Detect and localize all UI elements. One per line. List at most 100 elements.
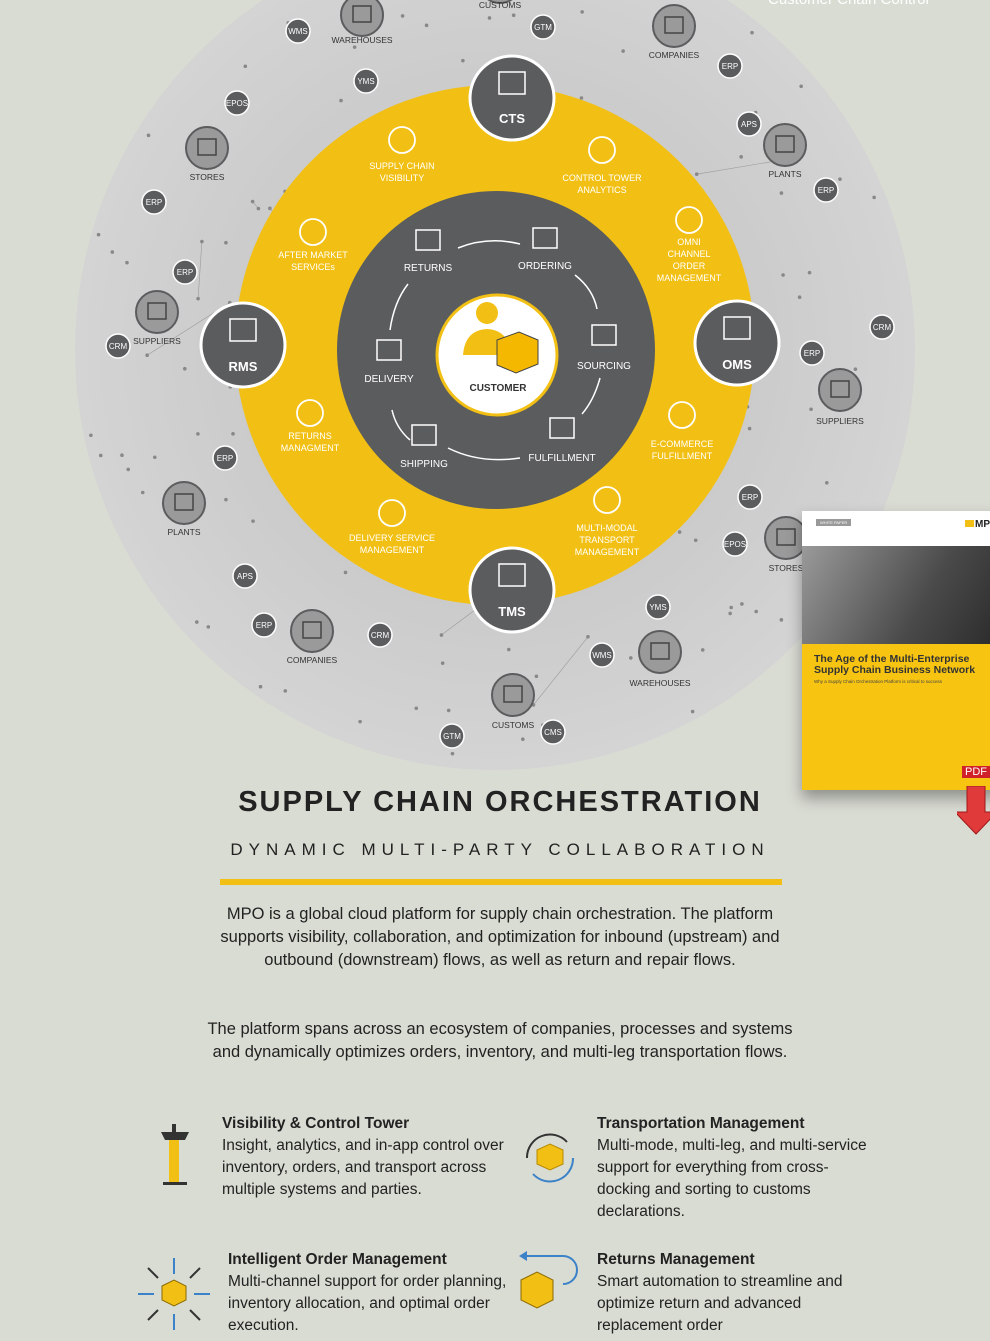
network-dot [120,453,124,458]
node-customs[interactable]: CUSTOMS [491,673,535,730]
network-dot [283,689,288,693]
pdf-badge[interactable]: PDF [962,766,990,778]
network-dot [200,239,204,244]
node-companies[interactable]: COMPANIES [649,4,700,60]
system-tag[interactable]: CRM [367,622,393,648]
capability-label: MANAGEMENT [360,545,425,555]
system-tag[interactable]: WMS [589,642,615,668]
hub-cts[interactable]: CTS [468,54,556,142]
node-suppliers[interactable]: SUPPLIERS [133,290,181,346]
node-customs[interactable]: CUSTOMS [479,0,522,10]
brand-logo: MP [965,519,990,530]
shipping-icon [411,424,437,446]
network-dot [621,49,625,53]
network-dot [439,633,444,637]
tag-label: EPOS [724,540,746,549]
system-tag[interactable]: APS [232,563,258,589]
network-dot [206,625,211,629]
node-warehouses[interactable]: WAREHOUSES [331,0,393,45]
network-dot [740,602,744,606]
system-tag[interactable]: GTM [439,723,465,749]
node-plants[interactable]: PLANTS [162,481,206,537]
system-tag[interactable]: YMS [645,594,671,620]
plants-icon [174,493,194,511]
companies-icon [302,621,322,639]
network-dot [797,295,802,300]
cycle-label: ORDERING [518,261,572,272]
cover-photo [802,546,990,644]
node-suppliers[interactable]: SUPPLIERS [816,368,864,426]
white-paper-card[interactable]: WHITE PAPER MP The Age of the Multi-Ente… [802,511,990,790]
network-dot [747,426,752,431]
hub-rms[interactable]: RMS [199,301,287,389]
network-dot [728,611,732,616]
warehouses-icon [352,5,372,23]
system-tag[interactable]: ERP [141,189,167,215]
tag-label: ERP [217,454,233,463]
system-tag[interactable]: EPOS [224,90,250,116]
system-tag[interactable]: APS [736,111,762,137]
system-tag[interactable]: CMS [540,719,566,745]
network-dot [182,366,187,371]
network-dot [872,195,876,200]
hub-oms[interactable]: OMS [693,299,781,387]
forklift-icon [668,401,696,429]
node-stores[interactable]: STORES [764,516,808,573]
system-tag[interactable]: ERP [212,445,238,471]
system-tag[interactable]: ERP [717,53,743,79]
suppliers-icon [147,302,167,320]
system-tag[interactable]: YMS [353,68,379,94]
control-tower-icon [161,1124,189,1185]
cycle-label: FULFILLMENT [528,453,595,464]
tag-label: GTM [443,732,461,741]
system-tag[interactable]: GTM [530,14,556,40]
network-line [197,241,203,299]
capability-label: MANAGEMENT [575,547,640,557]
node-label: COMPANIES [649,50,700,60]
capability-label: SERVICEs [291,262,335,272]
system-tag[interactable]: ERP [813,177,839,203]
truck-icon [378,499,406,527]
network-line [696,160,780,175]
system-tag[interactable]: ERP [737,484,763,510]
system-tag[interactable]: ERP [799,340,825,366]
cycle-label: SOURCING [577,361,631,372]
network-dot [196,296,200,301]
hub-tms[interactable]: TMS [468,546,556,634]
network-dot [243,64,248,69]
network-dot [258,684,263,689]
system-tag[interactable]: ERP [251,612,277,638]
network-dot [110,250,115,254]
system-tag[interactable]: EPOS [722,531,748,557]
node-stores[interactable]: STORES [185,126,229,182]
capability-label: OMNI [677,237,701,247]
customs-icon [503,685,523,703]
ecosystem-paragraph: The platform spans across an ecosystem o… [207,1020,793,1061]
eye-icon [388,126,416,154]
node-warehouses[interactable]: WAREHOUSES [629,630,691,688]
node-label: PLANTS [167,527,200,537]
network-dot [146,133,151,138]
antenna-icon [588,136,616,164]
system-tag[interactable]: WMS [285,18,311,44]
return-arrow-icon [296,399,324,427]
tag-label: ERP [742,493,758,502]
system-tag[interactable]: CRM [869,314,895,340]
tag-label: CRM [371,631,390,640]
network-dot [487,16,492,20]
network-dot [824,480,829,485]
node-plants[interactable]: PLANTS [763,123,807,179]
system-tag[interactable]: ERP [172,259,198,285]
fulfillment-icon [549,417,575,439]
document-icon [723,316,751,340]
network-dot [358,719,362,724]
system-tag[interactable]: CRM [105,333,131,359]
network-dot [446,708,451,713]
node-companies[interactable]: COMPANIES [287,609,338,665]
download-arrow-icon[interactable] [957,786,990,836]
